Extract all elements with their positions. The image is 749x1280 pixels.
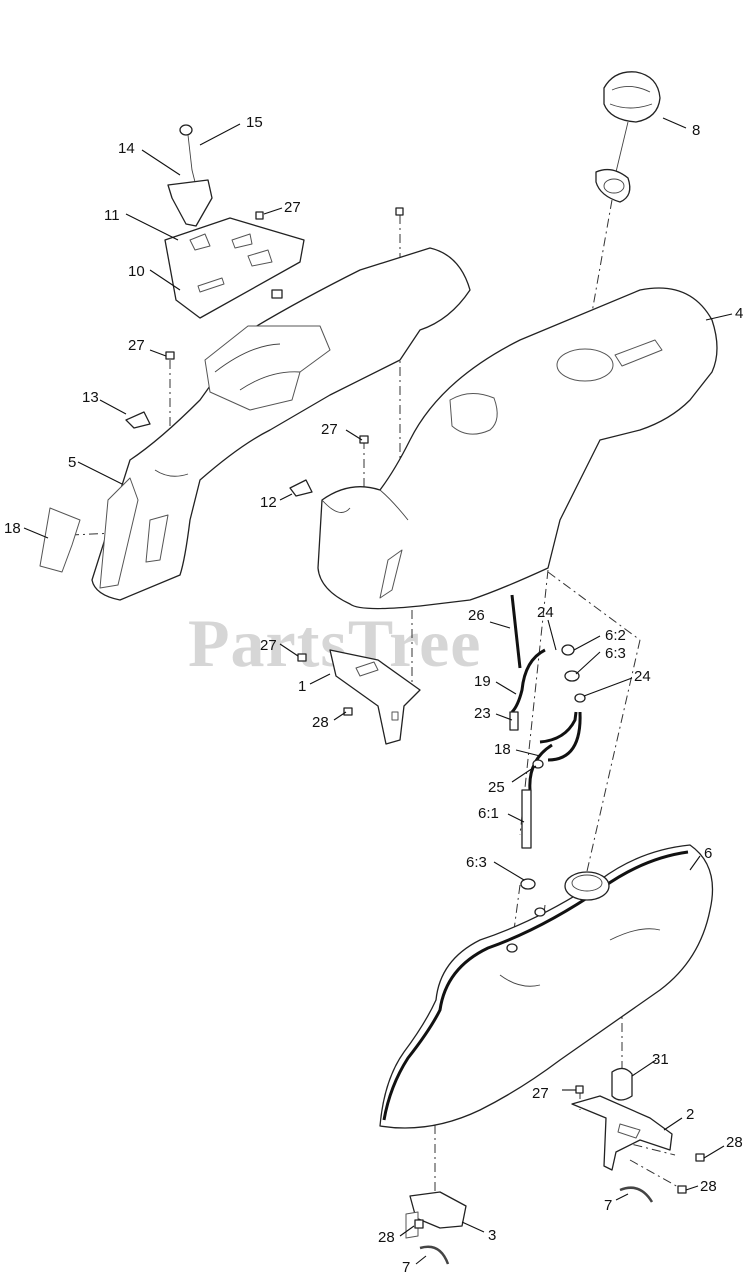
decal-part-16 xyxy=(39,507,81,573)
leader-lines xyxy=(23,117,733,1265)
bumper-part-31 xyxy=(611,1067,633,1101)
callout-7-a: 7 xyxy=(402,1259,410,1276)
callout-6-1: 6:1 xyxy=(478,805,499,822)
callout-15: 15 xyxy=(246,114,263,131)
callout-12: 12 xyxy=(260,494,277,511)
callout-27-b: 27 xyxy=(321,421,338,438)
callout-27-e: 28 xyxy=(726,1134,743,1151)
callout-18: 18 xyxy=(494,741,511,758)
callout-14: 14 xyxy=(118,140,135,157)
callout-23: 23 xyxy=(474,705,491,722)
grommet-part-12 xyxy=(289,479,313,497)
callout-labels: 8 4 5 18 13 27 10 11 14 15 27 27 12 27 1… xyxy=(4,114,743,1276)
callout-8: 8 xyxy=(692,122,700,139)
throttle-lever-part-14-15 xyxy=(167,124,213,227)
wire-clip-part-7-b xyxy=(619,1186,654,1203)
callout-2: 2 xyxy=(686,1106,694,1123)
callout-26: 27 xyxy=(284,199,301,216)
fasteners xyxy=(165,207,705,1194)
callout-3: 3 xyxy=(488,1227,496,1244)
grommet-part-13 xyxy=(125,411,151,429)
callout-7-b: 7 xyxy=(604,1197,612,1214)
front-bracket-part-3 xyxy=(405,1191,467,1239)
fuel-tank-shroud-part-4 xyxy=(317,287,718,610)
callout-1: 1 xyxy=(298,678,306,695)
callout-16: 18 xyxy=(4,520,21,537)
callout-31: 31 xyxy=(652,1051,669,1068)
callout-27-d: 27 xyxy=(532,1085,549,1102)
callout-4: 4 xyxy=(735,305,743,322)
callout-27-a: 27 xyxy=(128,337,145,354)
fuel-line-assembly xyxy=(509,594,586,890)
callout-25: 26 xyxy=(468,607,485,624)
callout-6-3-b: 6:3 xyxy=(466,854,487,871)
callout-5: 5 xyxy=(68,454,76,471)
wire-clip-part-7-a xyxy=(419,1245,450,1265)
callout-6-2: 6:2 xyxy=(605,627,626,644)
callout-24-a: 24 xyxy=(537,604,554,621)
control-panel-plate-part-10-11 xyxy=(164,217,305,319)
fuel-tank-part-6 xyxy=(379,844,714,1129)
callout-28-c: 28 xyxy=(378,1229,395,1246)
callout-6-3-a: 6:3 xyxy=(605,645,626,662)
callout-11: 11 xyxy=(104,207,120,224)
rear-bracket-part-2 xyxy=(571,1095,673,1171)
callout-28-a: 28 xyxy=(312,714,329,731)
callout-6: 6 xyxy=(704,845,712,862)
callout-24-b: 24 xyxy=(634,668,651,685)
callout-19: 19 xyxy=(474,673,491,690)
callout-13: 13 xyxy=(82,389,99,406)
console-pan-part-5 xyxy=(91,247,471,601)
callout-24-c: 25 xyxy=(488,779,505,796)
bracket-part-1 xyxy=(329,649,421,745)
callout-27-c: 27 xyxy=(260,637,277,654)
callout-28-b: 28 xyxy=(700,1178,717,1195)
callout-10: 10 xyxy=(128,263,145,280)
fuel-cap-part-8 xyxy=(595,71,661,203)
